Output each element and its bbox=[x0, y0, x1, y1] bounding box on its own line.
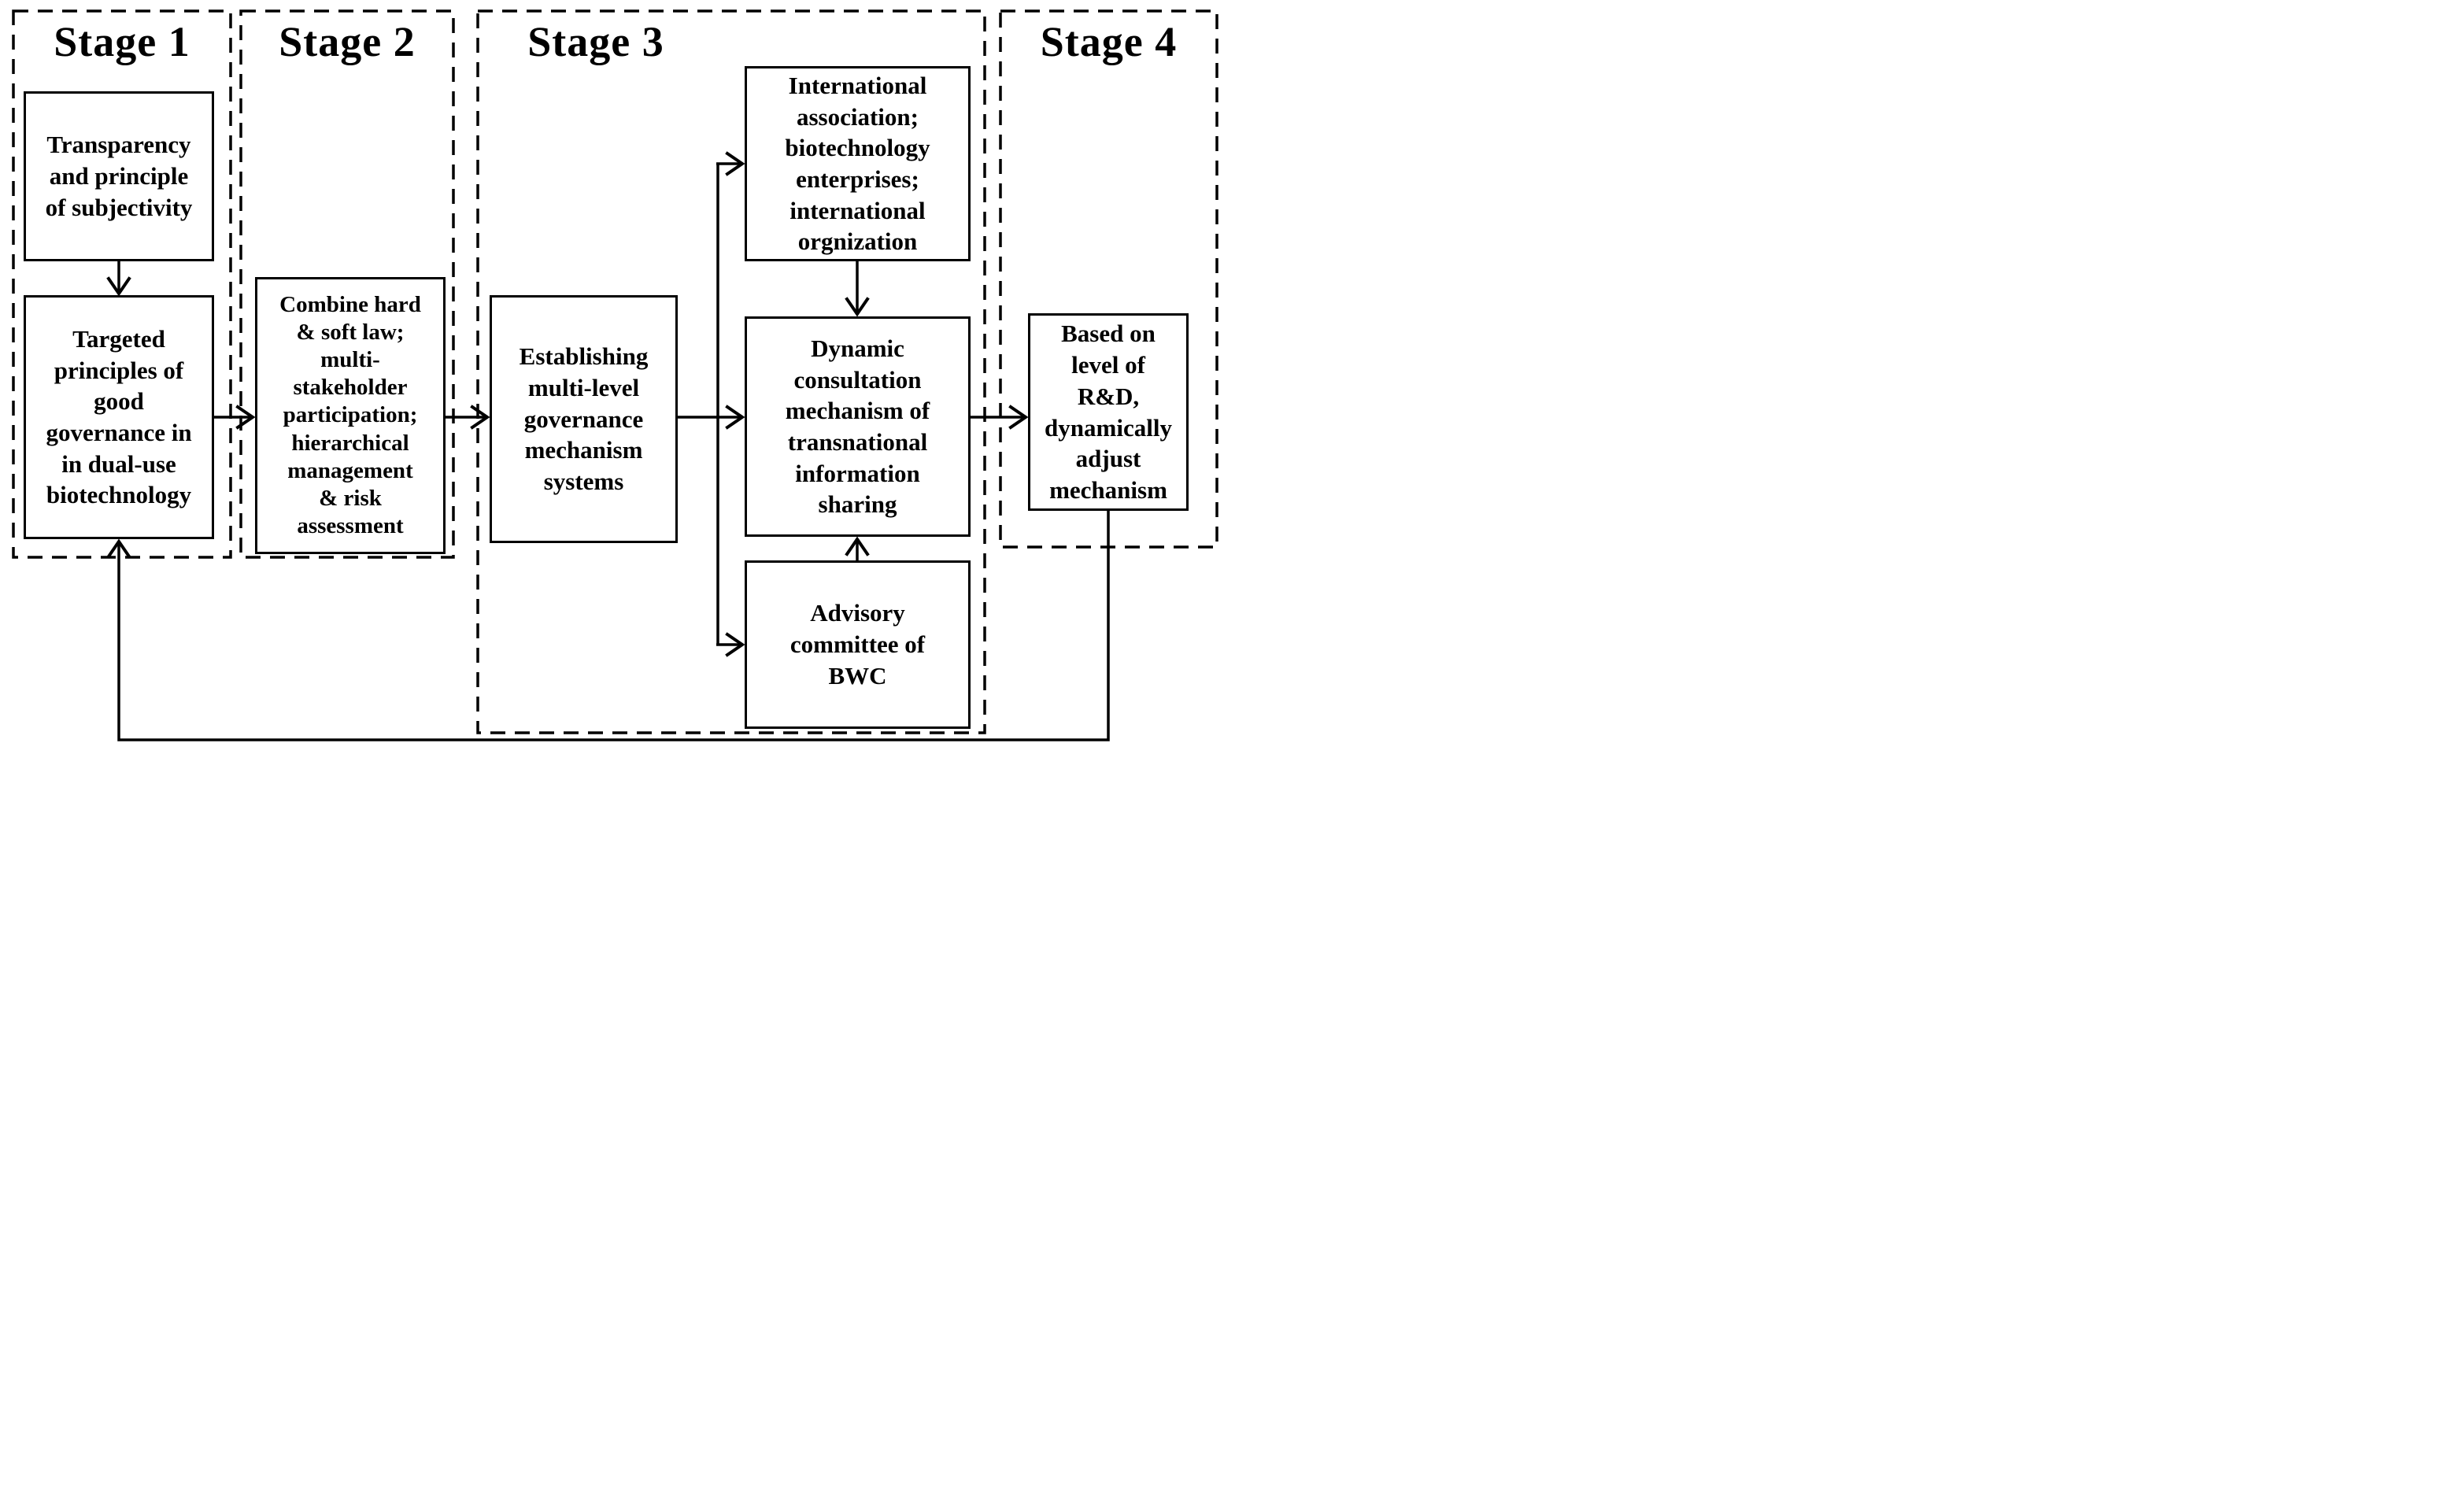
box-establishing-governance: Establishing multi-level governance mech… bbox=[490, 295, 678, 543]
stage3-title: Stage 3 bbox=[527, 18, 664, 65]
box-dynamic-consultation: Dynamic consultation mechanism of transn… bbox=[745, 316, 971, 537]
connector-layer bbox=[12, 9, 1218, 741]
box-combine-hard-soft-law: Combine hard & soft law; multi- stakehol… bbox=[255, 277, 446, 554]
feedback-loop-based-to-targeted bbox=[106, 511, 1110, 741]
stage2-title: Stage 2 bbox=[279, 18, 416, 65]
box-targeted-principles: Targeted principles of good governance i… bbox=[24, 295, 214, 539]
stage3-dashed-border bbox=[476, 9, 986, 734]
box-based-on-rd-level: Based on level of R&D, dynamically adjus… bbox=[1028, 313, 1189, 511]
stage1-title: Stage 1 bbox=[54, 18, 190, 65]
stage4-title: Stage 4 bbox=[1040, 18, 1178, 65]
box-advisory-committee-bwc: Advisory committee of BWC bbox=[745, 560, 971, 729]
stage2-dashed-border bbox=[239, 9, 455, 559]
box-international-association: International association; biotechnology… bbox=[745, 66, 971, 261]
stage1-dashed-border bbox=[12, 9, 232, 559]
flowchart-figure: Stage 1 Stage 2 Stage 3 Stage 4 Transpar… bbox=[0, 0, 1224, 756]
box-transparency: Transparency and principle of subjectivi… bbox=[24, 91, 214, 261]
